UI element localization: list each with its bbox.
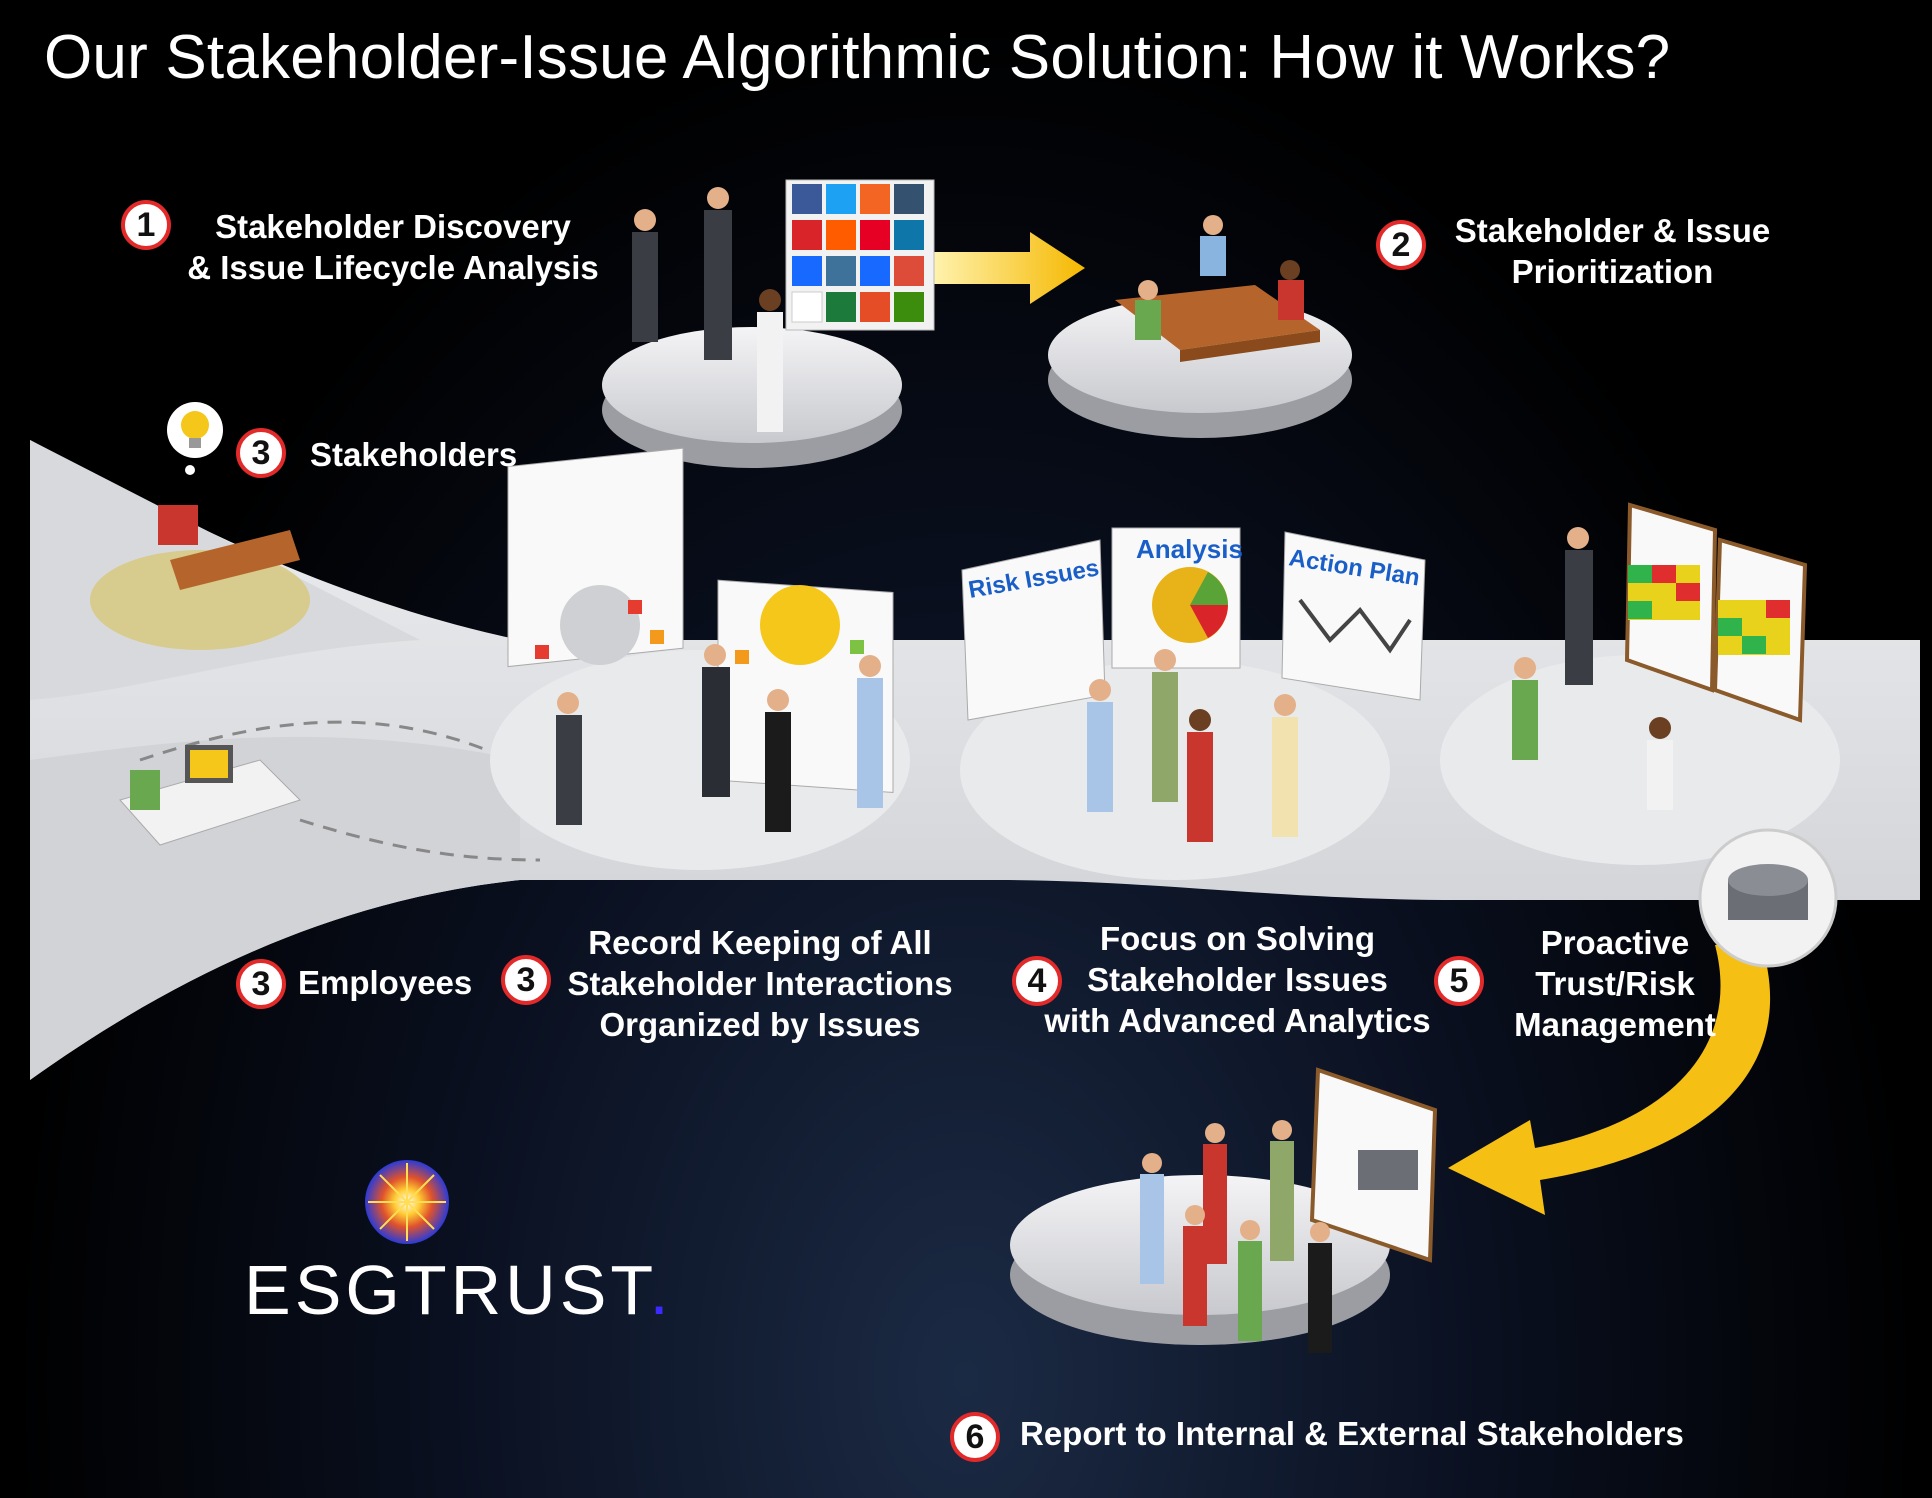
- step-badge-3-record-keeping: 3: [501, 955, 551, 1005]
- step-badge-3-employees: 3: [236, 959, 286, 1009]
- risk-management-object: [1698, 828, 1838, 968]
- risk-board-1: [1624, 502, 1718, 693]
- people-figures: [556, 187, 1673, 1353]
- step-badge-4: 4: [1012, 956, 1062, 1006]
- step-label-prioritization: Stakeholder & Issue Prioritization: [1454, 212, 1771, 290]
- brand-dot: .: [649, 1251, 673, 1329]
- page-title: Our Stakeholder-Issue Algorithmic Soluti…: [44, 23, 1671, 92]
- arrow-risk-to-report: [1448, 940, 1771, 1215]
- esgtrust-logo-text: ESGTRUST.: [244, 1250, 673, 1330]
- step-badge-2: 2: [1376, 220, 1426, 270]
- panel-risk-issues: Risk Issues: [961, 539, 1106, 721]
- report-presentation-board: [1309, 1067, 1438, 1263]
- platform-risk: [1440, 655, 1840, 865]
- idea-board-1: [507, 447, 684, 668]
- step-label-analytics: Focus on Solving Stakeholder Issues with…: [1044, 920, 1431, 1039]
- step-label-stakeholders: Stakeholders: [310, 436, 518, 473]
- brand-wordmark: ESGTRUST: [244, 1251, 650, 1329]
- panel-action-plan: Action Plan: [1281, 531, 1426, 701]
- step-label-report: Report to Internal & External Stakeholde…: [1020, 1415, 1684, 1452]
- panel-analysis-heading: Analysis: [1136, 534, 1243, 564]
- step-label-employees: Employees: [298, 964, 473, 1001]
- esgtrust-logo-icon: [365, 1160, 449, 1244]
- arrow-discovery-to-prioritization: [932, 232, 1085, 304]
- step-badge-1: 1: [121, 200, 171, 250]
- idea-board-2: [717, 579, 894, 793]
- lightbulb-icon: [167, 402, 223, 475]
- employee-desk: [119, 745, 301, 846]
- step-label-discovery: Stakeholder Discovery & Issue Lifecycle …: [187, 208, 599, 286]
- step-badge-3-stakeholders: 3: [236, 428, 286, 478]
- step-label-risk-management: Proactive Trust/Risk Management: [1514, 924, 1716, 1043]
- panel-analysis: Analysis: [1111, 527, 1243, 669]
- platform-discovery: [602, 327, 902, 468]
- step-badge-6: 6: [950, 1412, 1000, 1462]
- step-label-record-keeping: Record Keeping of All Stakeholder Intera…: [567, 924, 953, 1043]
- risk-board-2: [1712, 537, 1808, 723]
- meeting-table: [1115, 285, 1320, 362]
- stakeholder-desk: [90, 505, 310, 650]
- step-badge-5: 5: [1434, 956, 1484, 1006]
- social-media-icon-grid: [785, 179, 935, 331]
